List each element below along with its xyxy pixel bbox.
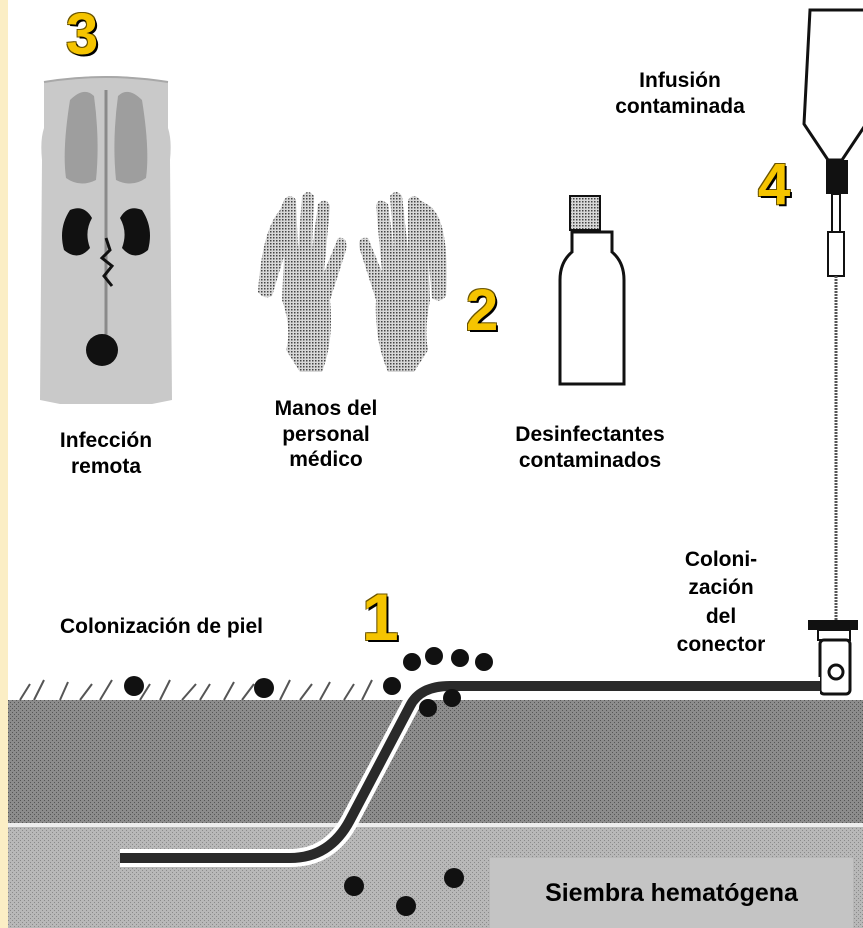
siembra-box: Siembra hematógena — [490, 858, 853, 928]
number-3-badge: 3 — [66, 6, 98, 64]
body-illustration — [40, 76, 172, 404]
number-1-badge: 1 — [362, 584, 399, 650]
label-desinfectantes: Desinfectantes contaminados — [480, 422, 700, 473]
label-infusion-contaminada: Infusión contaminada — [590, 68, 770, 119]
number-2-badge: 2 — [466, 282, 498, 340]
label-colonizacion-piel: Colonización de piel — [60, 614, 360, 640]
number-4-badge: 4 — [758, 156, 790, 214]
label-colonizacion-conector: Coloni- zación del conector — [656, 546, 786, 659]
label-infeccion-remota: Infección remota — [36, 428, 176, 479]
label-manos-personal-medico: Manos del personal médico — [256, 396, 396, 473]
label-siembra-hematogena: Siembra hematógena — [490, 858, 853, 928]
